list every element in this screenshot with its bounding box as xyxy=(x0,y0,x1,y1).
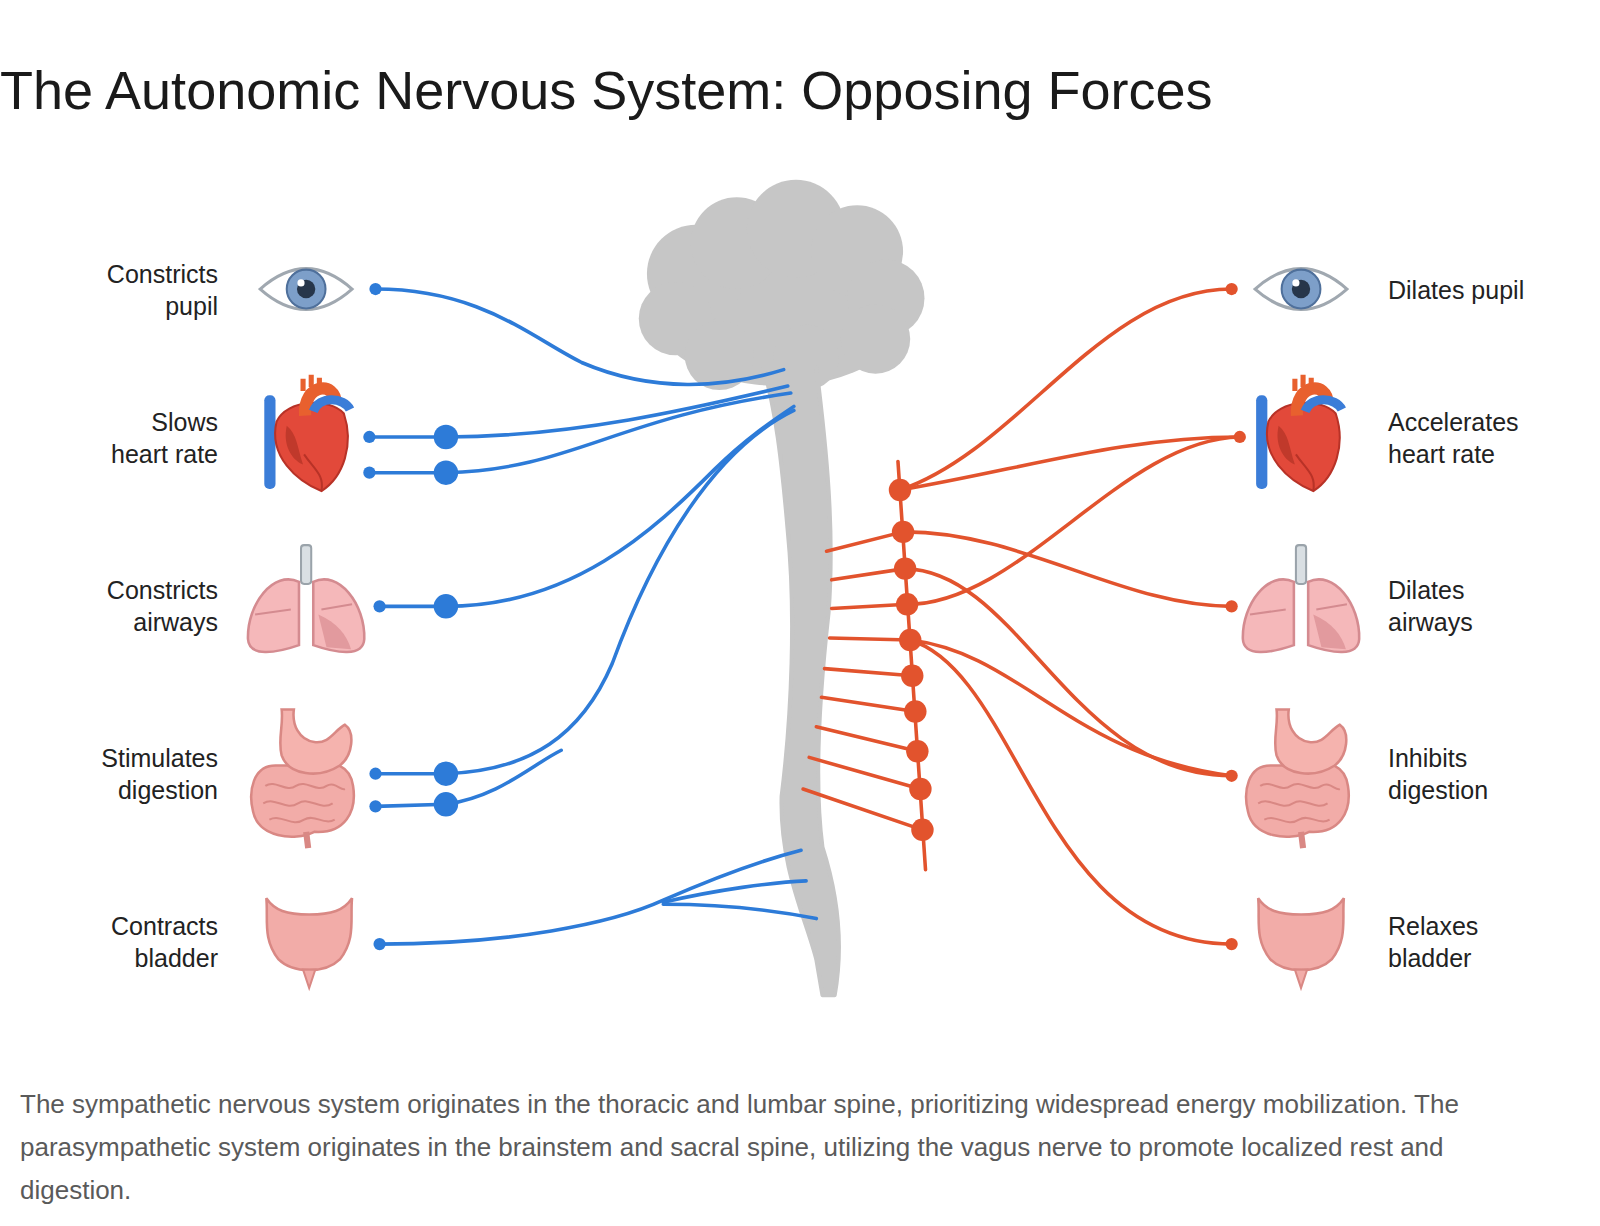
effect-label: Accelerates heart rate xyxy=(1388,406,1538,470)
effect-label: Stimulates digestion xyxy=(98,742,218,806)
diagram-caption: The sympathetic nervous system originate… xyxy=(20,1083,1490,1212)
effect-label: Inhibits digestion xyxy=(1388,742,1538,806)
heart-icon xyxy=(264,375,350,491)
effect-label: Slows heart rate xyxy=(98,406,218,470)
parasympathetic-ganglia xyxy=(363,283,458,950)
sympathetic-nerves xyxy=(803,289,1240,944)
effect-label: Relaxes bladder xyxy=(1388,910,1538,974)
brain xyxy=(639,180,925,390)
bladder-icon xyxy=(1258,898,1344,988)
digestive-icon xyxy=(251,709,354,848)
effect-label: Dilates pupil xyxy=(1388,274,1538,306)
lungs-icon xyxy=(1243,545,1359,652)
sympathetic-ganglia xyxy=(889,283,1246,950)
heart-icon xyxy=(1256,375,1342,491)
bladder-icon xyxy=(266,898,352,988)
effect-label: Contracts bladder xyxy=(98,910,218,974)
effect-label: Constricts airways xyxy=(98,574,218,638)
lungs-icon xyxy=(248,545,364,652)
eye-icon xyxy=(260,269,352,310)
eye-icon xyxy=(1255,269,1347,310)
spinal-cord xyxy=(763,368,839,996)
effect-label: Constricts pupil xyxy=(98,258,218,322)
diagram-title: The Autonomic Nervous System: Opposing F… xyxy=(0,58,1213,122)
effect-label: Dilates airways xyxy=(1388,574,1538,638)
parasympathetic-nerves xyxy=(369,289,816,944)
digestive-icon xyxy=(1246,709,1349,848)
